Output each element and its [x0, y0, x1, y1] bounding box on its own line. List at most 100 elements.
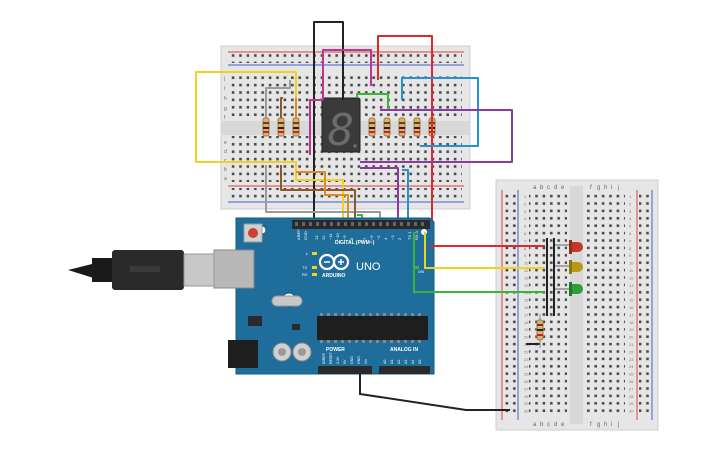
led-red[interactable]	[553, 240, 583, 254]
row-number: 26	[629, 379, 634, 384]
pin-label: 4	[383, 237, 388, 240]
col-letter: e	[561, 185, 565, 191]
row-number: 21	[629, 342, 634, 347]
col-letter: c	[547, 422, 550, 428]
row-number: 5	[524, 224, 527, 229]
col-letter: j	[617, 422, 619, 428]
row-number: 14	[629, 290, 634, 295]
row-number: 19	[524, 327, 529, 332]
arduino-uno-board[interactable]: AREF GND 13 12 ~11 ~10 ~9 8 7 ~6 ~5 4 ~3…	[213, 217, 435, 375]
row-number: 12	[524, 275, 529, 280]
pin-label: 7	[362, 237, 367, 240]
row-number: 18	[629, 320, 634, 325]
crystal	[271, 295, 303, 307]
col-letter: e	[561, 422, 565, 428]
arduino-logo	[318, 253, 350, 271]
pin-label: ~5	[376, 235, 381, 240]
pin-label: TX 1	[407, 231, 412, 240]
power-pin-label: Vin	[364, 359, 368, 364]
analog-pin-label: A0	[383, 360, 387, 364]
row-number: 15	[524, 298, 529, 303]
row-number: 2	[629, 201, 632, 206]
col-letter: g	[597, 185, 600, 191]
analog-pin-label: A1	[390, 360, 394, 364]
row-number: 17	[524, 312, 529, 317]
pin-label: ~10	[335, 232, 340, 240]
row-number: 16	[524, 305, 529, 310]
row-number: 27	[629, 386, 634, 391]
row-letter: j	[223, 76, 225, 82]
row-number: 11	[629, 268, 634, 273]
row-number: 23	[629, 357, 634, 362]
row-number: 30	[629, 409, 634, 414]
reset-button[interactable]	[243, 223, 263, 243]
row-number: 25	[629, 372, 634, 377]
row-number: 6	[524, 231, 527, 236]
power-jack	[228, 340, 258, 368]
col-letter: g	[597, 422, 600, 428]
analog-pin-label: A2	[397, 360, 401, 364]
col-letter: a	[533, 185, 537, 191]
pin-label: 12	[321, 235, 326, 240]
power-pin-label: GND	[357, 356, 361, 364]
pin-label: ~9	[342, 235, 347, 240]
col-letter: i	[611, 422, 612, 428]
power-pin-label: 3.3V	[336, 356, 340, 364]
row-letter: d	[224, 149, 227, 155]
led-yellow[interactable]	[553, 260, 583, 274]
col-letter: b	[540, 185, 544, 191]
pin-label: GND	[303, 231, 308, 240]
row-number: 3	[524, 209, 527, 214]
row-number: 24	[524, 364, 529, 369]
row-number: 1	[524, 194, 527, 199]
row-number: 28	[629, 394, 634, 399]
row-number: 26	[524, 379, 529, 384]
row-letter: h	[224, 96, 227, 102]
pin-label: 2	[397, 237, 402, 240]
row-number: 7	[524, 238, 527, 243]
row-letter: g	[224, 106, 227, 112]
col-letter: f	[590, 185, 592, 191]
pin-label: 8	[349, 237, 354, 240]
vb-jumpers	[526, 238, 555, 345]
row-number: 16	[629, 305, 634, 310]
atmega-chip	[317, 316, 428, 340]
on-label: ON	[418, 269, 424, 274]
pin-label: ~3	[390, 235, 395, 240]
col-letter: b	[540, 422, 544, 428]
col-letter: h	[604, 185, 607, 191]
usb-cable	[68, 250, 215, 290]
col-letter: j	[617, 185, 619, 191]
pin-label: AREF	[296, 229, 301, 240]
row-number: 28	[524, 394, 529, 399]
led-green[interactable]	[553, 282, 583, 296]
pin-label: ~11	[328, 233, 333, 240]
row-number: 15	[629, 298, 634, 303]
display-digit: 8	[328, 105, 355, 156]
row-number: 18	[524, 320, 529, 325]
seven-segment-display[interactable]: 8	[321, 97, 361, 156]
resistor-group-left	[262, 117, 300, 137]
rx-label: RX	[302, 272, 308, 277]
col-letter: c	[547, 185, 550, 191]
row-number: 22	[524, 349, 529, 354]
row-letter: f	[224, 115, 226, 121]
row-number: 30	[524, 409, 529, 414]
row-number: 7	[629, 238, 632, 243]
row-number: 1	[629, 194, 632, 199]
power-pin-label: 5V	[343, 359, 347, 364]
col-letter: a	[533, 422, 537, 428]
row-number: 10	[629, 261, 634, 266]
col-letter: f	[590, 422, 592, 428]
row-letter: b	[224, 167, 227, 173]
analog-label: ANALOG IN	[390, 347, 418, 353]
capacitors	[272, 342, 312, 362]
l-led-label: L	[306, 251, 309, 256]
row-number: 5	[629, 224, 632, 229]
col-letter: i	[611, 185, 612, 191]
row-number: 8	[524, 246, 527, 251]
row-number: 9	[524, 253, 527, 258]
row-letter: e	[224, 140, 227, 146]
